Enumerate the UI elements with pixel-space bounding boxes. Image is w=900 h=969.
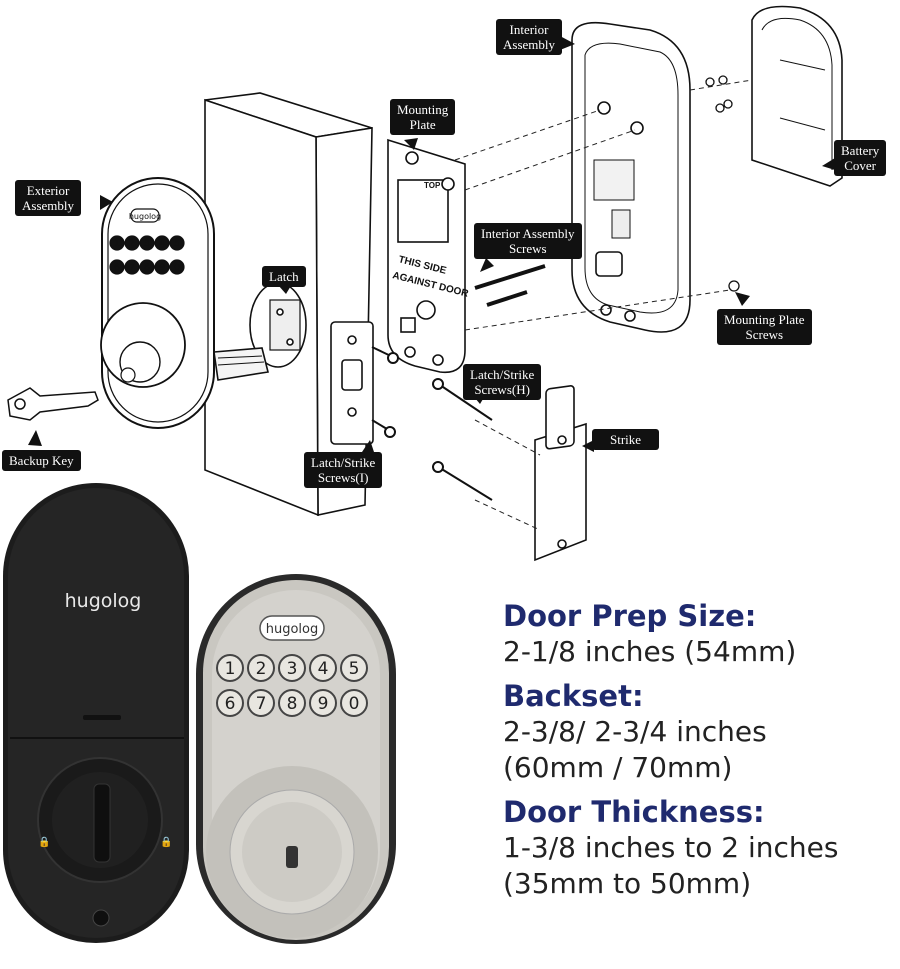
drawing-digit: 0 xyxy=(174,263,180,273)
drawing-digit: 6 xyxy=(114,263,120,273)
small-screws xyxy=(705,75,740,292)
latch-strike-screws-i xyxy=(371,346,399,438)
drawing-digit: 7 xyxy=(129,263,135,273)
keypad-digit: 5 xyxy=(349,659,360,679)
alignment-lines xyxy=(454,79,753,531)
callout-line: Latch/Strike xyxy=(470,367,535,382)
keypad-digit: 8 xyxy=(287,694,298,714)
callout-line: Latch xyxy=(269,269,299,284)
door-specifications: Door Prep Size: 2-1/8 inches (54mm) Back… xyxy=(503,598,893,910)
callout-interior-assembly-screws: Interior Assembly Screws xyxy=(474,223,582,259)
spec-heading-backset: Backset: xyxy=(503,679,644,713)
callout-interior-assembly: Interior Assembly xyxy=(496,19,562,55)
callout-line: Mounting Plate xyxy=(724,312,805,327)
keypad-digit: 7 xyxy=(256,694,267,714)
callout-exterior-assembly: Exterior Assembly xyxy=(15,180,81,216)
callout-line: Assembly xyxy=(22,198,74,213)
callout-line: Mounting xyxy=(397,102,449,117)
callout-strike: Strike xyxy=(592,429,660,450)
callout-line: Screws(I) xyxy=(317,470,369,485)
interior-brand-logo: hugolog xyxy=(65,590,142,612)
drawing-digit: 8 xyxy=(144,263,150,273)
spec-value-line: (60mm / 70mm) xyxy=(503,751,733,784)
callout-line: Screws xyxy=(508,241,547,256)
keypad-digit: 1 xyxy=(225,659,236,679)
exterior-keypad-digits: 1 2 3 4 5 6 7 8 9 0 xyxy=(225,659,360,714)
spec-value-door-prep: 2-1/8 inches (54mm) xyxy=(503,634,893,670)
interior-lock-photo: 🔒 🔒 xyxy=(3,483,189,943)
callout-line: Exterior xyxy=(26,183,70,198)
keypad-digit: 3 xyxy=(287,659,298,679)
interior-assembly-drawing xyxy=(571,21,691,333)
drawing-digit: 5 xyxy=(174,239,180,249)
callout-line: Latch/Strike xyxy=(311,455,376,470)
drawing-digit: 2 xyxy=(129,239,135,249)
latch-strike-screws-h xyxy=(432,378,493,501)
spec-value-line: 2-1/8 inches (54mm) xyxy=(503,635,797,668)
spec-value-line: (35mm to 50mm) xyxy=(503,867,752,900)
svg-text:🔒: 🔒 xyxy=(38,836,50,848)
drawing-digit: 1 xyxy=(114,239,120,249)
callout-line: Strike xyxy=(610,432,642,447)
callout-line: Cover xyxy=(844,158,877,173)
drawing-digit: 3 xyxy=(144,239,150,249)
callout-battery-cover: Battery Cover xyxy=(834,140,887,176)
drawing-digit: 9 xyxy=(159,263,165,273)
callout-line: Interior Assembly xyxy=(481,226,575,241)
door-block xyxy=(204,92,374,517)
keypad-digit: 9 xyxy=(318,694,329,714)
svg-text:hugolog: hugolog xyxy=(129,212,161,221)
drawing-digit: 4 xyxy=(159,239,165,249)
spec-value-line: 2-3/8/ 2-3/4 inches xyxy=(503,715,767,748)
keypad-digit: 6 xyxy=(225,694,236,714)
callout-line: Screws xyxy=(745,327,784,342)
spec-value-door-thickness: 1-3/8 inches to 2 inches (35mm to 50mm) xyxy=(503,830,893,902)
callout-pointers xyxy=(28,36,835,455)
callout-line: Backup Key xyxy=(9,453,74,468)
interior-assembly-screws xyxy=(474,264,546,307)
backup-key-drawing xyxy=(7,387,99,421)
spec-heading-door-thickness: Door Thickness: xyxy=(503,795,765,829)
callout-line: Battery xyxy=(841,143,880,158)
keypad-digit: 4 xyxy=(318,659,329,679)
keypad-digit: 2 xyxy=(256,659,267,679)
plate-top-text: TOP xyxy=(424,181,441,190)
exterior-keypad-buttons xyxy=(216,654,368,717)
strike-plate-drawing xyxy=(534,385,587,562)
exterior-assembly-drawing: hugolog xyxy=(100,177,215,429)
spec-value-backset: 2-3/8/ 2-3/4 inches (60mm / 70mm) xyxy=(503,714,893,786)
keypad-digit: 0 xyxy=(349,694,360,714)
callout-latch-strike-screws-i: Latch/Strike Screws(I) xyxy=(304,452,383,488)
callout-mounting-plate: Mounting Plate xyxy=(390,99,456,135)
callout-line: Plate xyxy=(409,117,436,132)
callout-latch-strike-screws-h: Latch/Strike Screws(H) xyxy=(463,364,542,400)
mounting-plate-drawing: TOP THIS SIDE AGAINST DOOR xyxy=(387,138,470,374)
callout-mounting-plate-screws: Mounting Plate Screws xyxy=(717,309,812,345)
callout-line: Interior xyxy=(509,22,549,37)
callout-latch: Latch xyxy=(262,266,306,287)
battery-cover-drawing xyxy=(751,5,843,187)
exterior-brand-logo: hugolog xyxy=(266,622,319,637)
callout-line: Assembly xyxy=(503,37,555,52)
spec-heading-door-prep: Door Prep Size: xyxy=(503,599,757,633)
exterior-drawing-digits: 1 2 3 4 5 6 7 8 9 0 xyxy=(114,239,180,273)
callout-line: Screws(H) xyxy=(474,382,530,397)
spec-value-line: 1-3/8 inches to 2 inches xyxy=(503,831,839,864)
callout-backup-key: Backup Key xyxy=(2,450,81,471)
svg-text:🔒: 🔒 xyxy=(160,836,172,848)
